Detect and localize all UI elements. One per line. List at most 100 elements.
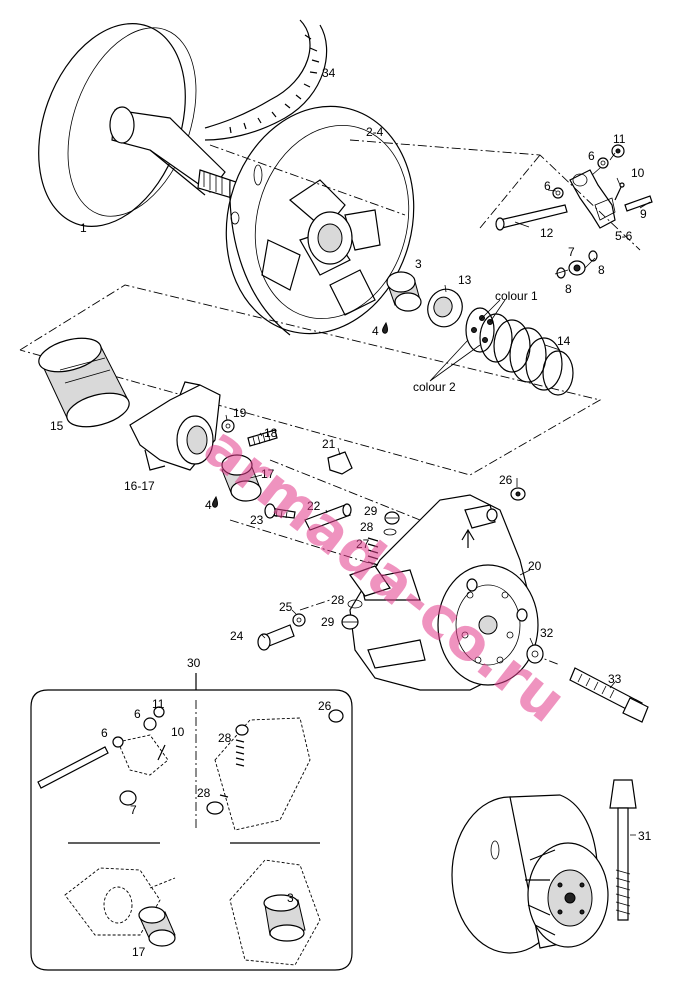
- inset-label-6b: 6: [101, 726, 108, 740]
- nut-part-26: [510, 487, 526, 501]
- label-part-16-17: 16-17: [124, 479, 155, 493]
- up-arrow-icon: [461, 528, 475, 548]
- slider-part-21: [327, 451, 353, 475]
- label-part-7: 7: [568, 245, 575, 259]
- label-part-18: 18: [264, 426, 278, 440]
- label-part-30: 30: [187, 656, 201, 670]
- spider-part-16-17: [129, 381, 221, 471]
- spring-part-14: [465, 307, 574, 396]
- label-part-29a: 29: [364, 504, 378, 518]
- label-part-13: 13: [458, 273, 472, 287]
- inset-label-10: 10: [171, 725, 185, 739]
- label-part-23: 23: [250, 513, 264, 527]
- screw-part-24: [257, 624, 295, 651]
- label-part-28a: 28: [360, 520, 374, 534]
- label-part-5-6: 5-6: [615, 229, 633, 243]
- label-part-21: 21: [322, 437, 336, 451]
- inset-label-26: 26: [318, 699, 332, 713]
- inset-label-6a: 6: [134, 707, 141, 721]
- label-part-2-4: 2-4: [366, 125, 384, 139]
- assembly-frame: [19, 284, 602, 476]
- bolt-part-18: [247, 429, 278, 447]
- label-part-26: 26: [499, 473, 513, 487]
- label-part-27: 27: [356, 537, 370, 551]
- label-part-10: 10: [631, 166, 645, 180]
- label-part-11: 11: [613, 132, 626, 146]
- alignment-line: [209, 139, 641, 251]
- oil-drop-icon: [382, 321, 388, 334]
- bushing-part-17: [221, 454, 262, 502]
- label-part-15: 15: [50, 419, 64, 433]
- bolt-part-23: [264, 503, 296, 519]
- bolt-part-33: [569, 667, 649, 723]
- alignment-line-3: [299, 599, 561, 666]
- label-part-3: 3: [415, 257, 422, 271]
- cap-part-29b: [341, 614, 359, 630]
- bolt-part-12: [495, 204, 568, 231]
- label-part-9: 9: [640, 207, 647, 221]
- spring-part-27: [367, 537, 379, 566]
- label-part-1: 1: [80, 221, 87, 235]
- drive-belt-part-34: [204, 19, 328, 141]
- label-part-25: 25: [279, 600, 293, 614]
- cover-part-15: [38, 337, 130, 428]
- nut-part-11: [611, 144, 625, 158]
- label-part-29b: 29: [321, 615, 335, 629]
- lever-part-27-base: [349, 565, 391, 597]
- tool-part-31: [609, 779, 637, 921]
- inset-rocker-assembly: [37, 706, 169, 806]
- label-part-22: 22: [307, 499, 321, 513]
- pin-part-9: [624, 195, 653, 212]
- movable-sheave-part-2-4: [225, 105, 415, 336]
- label-part-31: 31: [638, 829, 652, 843]
- label-part-4b: 4: [205, 498, 212, 512]
- ring-part-28b: [347, 599, 363, 609]
- cap-part-29a: [384, 511, 400, 525]
- label-part-19: 19: [233, 406, 247, 420]
- inset-label-3: 3: [287, 891, 294, 905]
- inset-spider-bushing: [64, 867, 176, 947]
- washer-part-6b: [552, 187, 564, 199]
- fixed-sheave-part-1: [38, 23, 237, 227]
- pin-part-22: [304, 503, 352, 531]
- housing-part-20: [349, 494, 539, 691]
- oil-drop-icon-2: [212, 495, 218, 508]
- washer-part-6a: [597, 157, 609, 169]
- label-part-24: 24: [230, 629, 244, 643]
- label-part-6a: 6: [588, 149, 595, 163]
- roller-part-7: [568, 260, 586, 276]
- inset-sheave-bushing: [229, 859, 321, 966]
- washer-part-13: [427, 288, 463, 328]
- inset-label-11: 11: [152, 697, 165, 711]
- assembled-clutch: [451, 794, 609, 954]
- label-part-20: 20: [528, 559, 542, 573]
- washer-part-25: [292, 613, 306, 627]
- inset-label-7: 7: [130, 803, 137, 817]
- bushing-part-3: [386, 271, 422, 312]
- inset-label-28a: 28: [218, 731, 232, 745]
- label-part-17: 17: [261, 467, 275, 481]
- label-part-33: 33: [608, 672, 622, 686]
- label-part-6b: 6: [544, 179, 551, 193]
- label-colour-1: colour 1: [495, 289, 538, 303]
- inset-label-17: 17: [132, 945, 146, 959]
- inset-label-28b: 28: [197, 786, 211, 800]
- inset-lever-assembly: [206, 709, 344, 831]
- label-colour-2: colour 2: [413, 380, 456, 394]
- label-part-34: 34: [322, 66, 336, 80]
- label-part-4a: 4: [372, 324, 379, 338]
- ring-part-28a: [383, 528, 397, 536]
- inset-box-part-30: [30, 673, 353, 971]
- label-part-8a: 8: [565, 282, 572, 296]
- rocker-arm-part-5-6: [569, 169, 616, 229]
- label-part-12: 12: [540, 226, 554, 240]
- label-part-8b: 8: [598, 263, 605, 277]
- label-part-14: 14: [557, 334, 571, 348]
- label-part-32: 32: [540, 626, 554, 640]
- label-part-28b: 28: [331, 593, 345, 607]
- pin-part-10: [614, 182, 625, 201]
- washer-part-32: [526, 644, 544, 664]
- washer-part-19: [221, 419, 235, 433]
